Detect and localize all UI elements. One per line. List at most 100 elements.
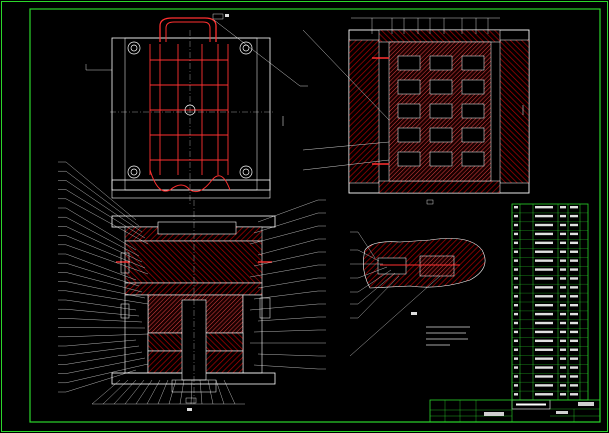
bom-cell-mark [560, 357, 566, 360]
bom-cell-mark [570, 223, 578, 227]
detail-view [349, 231, 486, 357]
bom-cell-mark [560, 268, 566, 271]
bom-cell-mark [535, 277, 553, 280]
leader-line [357, 266, 388, 279]
bom-cell-mark [514, 304, 518, 307]
leader-line [65, 345, 140, 356]
bom-cell-mark [570, 375, 578, 378]
bom-cell-mark [535, 250, 553, 253]
bom-cell-mark [570, 348, 578, 351]
bom-cell-mark [560, 384, 566, 387]
bill-of-materials [511, 203, 589, 410]
leader-line [65, 309, 140, 317]
bom-cell-mark [560, 286, 566, 289]
bom-cell-mark [560, 250, 566, 253]
cavity [461, 127, 485, 143]
bom-cell-mark [535, 375, 553, 378]
top-view [85, 13, 308, 205]
leader-line [349, 275, 441, 357]
bom-cell-mark [514, 295, 518, 298]
bom-cell-mark [514, 375, 518, 378]
leader-line [65, 253, 137, 281]
bom-cell-mark [570, 250, 578, 253]
bom-cell-mark [514, 348, 518, 351]
leader-line [65, 318, 143, 323]
bom-cell-mark [535, 241, 553, 245]
bom-cell-mark [535, 321, 553, 325]
leader-line [249, 225, 319, 245]
bom-cell-mark [570, 384, 578, 387]
leader-line [102, 379, 129, 405]
leader-line [357, 272, 396, 305]
cavity [397, 127, 421, 143]
bom-cell-mark [570, 357, 578, 360]
cavity [429, 79, 453, 95]
bom-cell-mark [560, 295, 566, 298]
leader-line [207, 379, 214, 405]
bom-cell-mark [560, 339, 566, 343]
bom-cell-mark [570, 393, 578, 396]
cavity [461, 103, 485, 119]
leader-line [65, 363, 149, 383]
leader-line [65, 339, 137, 347]
bom-cell-mark [560, 330, 566, 334]
bom-cell-mark [535, 348, 553, 351]
bom-cell-mark [570, 206, 578, 209]
leader-line [65, 299, 137, 311]
leader-line [357, 249, 380, 262]
leader-line [65, 357, 146, 374]
leader-line [91, 379, 121, 405]
leader-line [257, 238, 319, 256]
leader-line [65, 235, 146, 269]
bom-cell-mark [560, 393, 566, 396]
leader-line [65, 171, 140, 227]
leader-line [135, 379, 153, 405]
bom-cell-mark [514, 241, 518, 245]
bom-cell-mark [535, 384, 553, 387]
leader-line [65, 226, 143, 263]
cavity [461, 79, 485, 95]
bom-cell-mark [514, 259, 518, 262]
bom-cell-mark [570, 312, 578, 316]
bom-cell-mark [514, 339, 518, 343]
bom-cell-mark [514, 268, 518, 271]
leader-line [357, 231, 376, 259]
leader-line [215, 379, 225, 405]
bom-cell-mark [570, 304, 578, 307]
leader-line [124, 379, 145, 405]
leader-line [257, 353, 319, 357]
leader-line [357, 275, 400, 319]
bom-cell-mark [560, 348, 566, 351]
leader-line [223, 379, 236, 405]
leader-line [65, 207, 137, 251]
bom-cell-mark [535, 366, 553, 369]
bom-cell-mark [514, 384, 518, 387]
bom-cell-mark [535, 223, 553, 227]
bom-cell-mark [514, 286, 518, 289]
technical-notes [411, 312, 470, 346]
leader-line [257, 277, 319, 289]
cavity [429, 103, 453, 119]
bom-cell-mark [514, 321, 518, 325]
bom-cell-mark [570, 241, 578, 245]
bom-cell-mark [535, 206, 553, 209]
leader-line [249, 303, 319, 311]
bom-cell-mark [560, 206, 566, 209]
bom-cell-mark [570, 321, 578, 325]
cavity [397, 55, 421, 71]
cavity [397, 151, 421, 167]
bom-cell-mark [514, 393, 518, 396]
leader-line [168, 379, 177, 405]
bom-cell-mark [535, 393, 553, 396]
side-section-view [302, 17, 530, 205]
bom-cell-mark [570, 295, 578, 298]
cavity [397, 79, 421, 95]
leader-line [146, 379, 161, 405]
leader-line [179, 379, 185, 405]
leader-line [253, 364, 319, 370]
bom-cell-mark [535, 304, 553, 307]
cavity [397, 103, 421, 119]
leader-line [65, 281, 146, 299]
